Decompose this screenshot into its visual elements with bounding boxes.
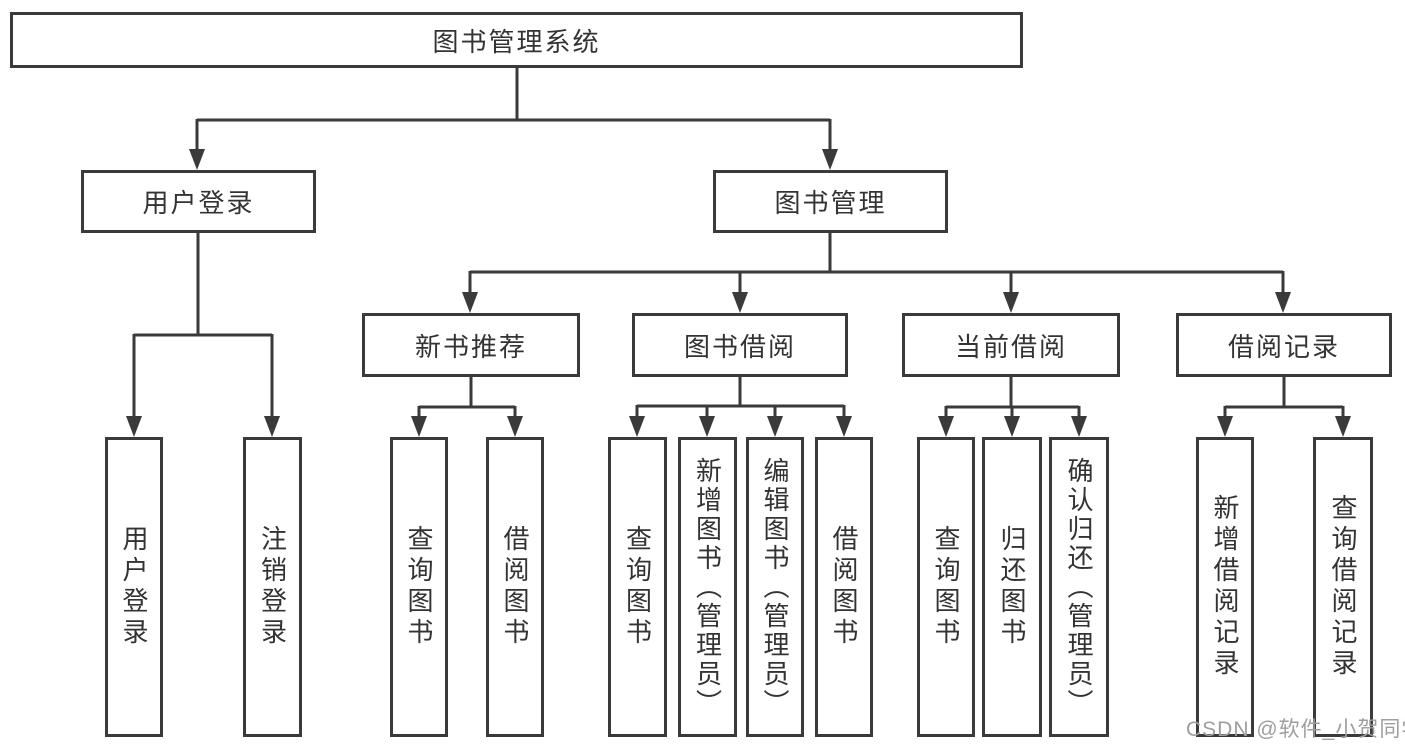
node-user-login: 用户登录 [81,170,316,233]
node-library-management-system: 图书管理系统 [10,12,1023,68]
arrowhead-icons [126,149,1351,437]
leaf-query-books: 查询图书 [390,437,448,737]
leaf-borrow-books: 借阅图书 [815,437,873,737]
leaf-add-books-admin: 新增图书（管理员） [678,437,737,737]
leaf-edit-books-admin: 编辑图书（管理员） [746,437,804,737]
node-borrowing-records: 借阅记录 [1176,313,1392,377]
leaf-add-borrow-record: 新增借阅记录 [1196,437,1254,737]
csdn-watermark: CSDN @软件_小贺同学 [1186,718,1405,741]
leaf-confirm-return-admin: 确认归还（管理员） [1049,437,1109,737]
leaf-logout: 注销登录 [243,437,302,737]
node-book-management: 图书管理 [713,170,948,233]
node-current-borrowing: 当前借阅 [902,313,1120,377]
leaf-query-books: 查询图书 [608,437,667,737]
leaf-borrow-books: 借阅图书 [486,437,544,737]
node-new-book-recommendation: 新书推荐 [362,313,580,377]
leaf-query-borrow-record: 查询借阅记录 [1313,437,1373,737]
leaf-query-books: 查询图书 [917,437,975,737]
leaf-return-books: 归还图书 [982,437,1042,737]
leaf-user-login: 用户登录 [105,437,163,737]
node-book-borrowing: 图书借阅 [632,313,848,377]
